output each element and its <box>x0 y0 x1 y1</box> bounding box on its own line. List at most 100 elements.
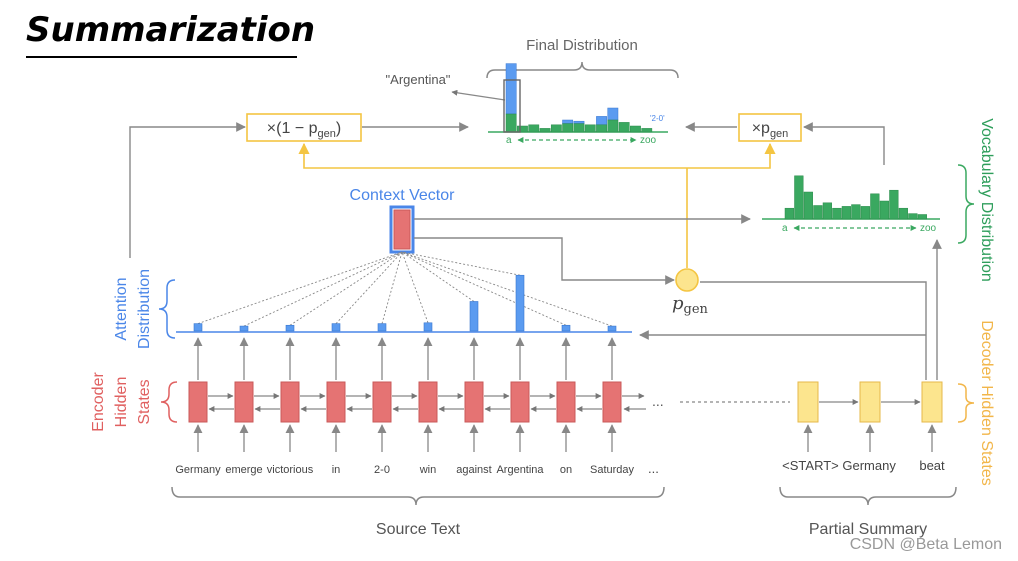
encoder-brace <box>160 381 178 423</box>
attention-bar <box>193 323 203 332</box>
vocab-bar <box>917 214 927 220</box>
source-words-ellipsis: ... <box>648 461 659 476</box>
encoder-label-line1: Encoder <box>90 372 107 432</box>
attention-label-line1: Attention <box>113 277 130 340</box>
attention-link <box>401 251 521 276</box>
decoder-cell <box>921 381 943 423</box>
vocab-bar <box>889 189 899 220</box>
vocabulary-distribution-label: Vocabulary Distribution <box>978 118 995 282</box>
final-vocab-bar <box>517 125 528 133</box>
context-vector-cell <box>393 209 411 250</box>
attention-brace <box>158 279 176 339</box>
pgen-to-minus-box-line <box>298 142 687 169</box>
title-underline <box>26 56 297 58</box>
encoder-label-line3: States <box>136 379 153 424</box>
source-word: in <box>332 464 341 476</box>
vocab-axis-a: a <box>782 223 788 234</box>
vocab-to-pgen-box-line <box>803 122 885 165</box>
source-word: on <box>560 464 572 476</box>
encoder-ellipsis: ... <box>652 393 664 409</box>
source-text-label: Source Text <box>376 521 461 538</box>
final-axis-a: a <box>506 135 512 146</box>
vocab-bar <box>832 207 842 220</box>
vocab-bar <box>908 213 918 220</box>
vocab-axis-zoo: zoo <box>920 223 937 234</box>
summary-word: beat <box>919 458 945 473</box>
vocab-bar <box>860 206 870 220</box>
final-distribution-brace <box>486 61 679 79</box>
final-vocab-bar <box>573 123 585 133</box>
attention-bar <box>423 322 433 332</box>
attention-bar <box>331 323 341 332</box>
final-distribution-chart <box>488 63 668 133</box>
source-word: victorious <box>267 464 314 476</box>
vocab-bar <box>841 206 851 220</box>
decoder-cell <box>797 381 819 423</box>
vocab-bar <box>794 175 804 220</box>
argentina-highlight-box <box>503 79 521 133</box>
watermark: CSDN @Beta Lemon <box>850 536 1002 553</box>
attention-link <box>401 251 613 327</box>
encoder-cell <box>464 381 484 423</box>
source-word: Saturday <box>590 464 635 476</box>
decoder-to-pgen-line <box>700 281 927 380</box>
encoder-cell <box>372 381 392 423</box>
final-copy-bar <box>505 63 517 115</box>
attention-bar <box>239 325 249 332</box>
context-to-pgen-line <box>414 237 675 285</box>
encoder-cell <box>556 381 576 423</box>
final-axis-zoo: zoo <box>640 135 657 146</box>
attention-bar <box>285 324 295 332</box>
pgen-to-pgen-box-line <box>687 142 776 169</box>
attention-bar <box>377 323 387 332</box>
final-distribution-label: Final Distribution <box>526 37 638 54</box>
page-title: Summarization <box>26 10 316 50</box>
final-copy-bar <box>573 120 585 124</box>
attention-bar <box>515 274 525 332</box>
pgen-circle <box>675 268 699 292</box>
one-minus-pgen-formula: ×(1 − pgen) <box>267 120 341 140</box>
encoder-cell <box>510 381 530 423</box>
vocab-bar <box>879 200 889 220</box>
attention-link <box>401 251 567 326</box>
final-copy-bar <box>596 116 607 126</box>
attention-to-minus-box-line <box>129 122 246 258</box>
decoder-brace <box>957 383 975 423</box>
pgen-formula: ×pgen <box>752 120 789 140</box>
decoder-hidden-states: <START> Germany beat <box>782 381 945 473</box>
final-vocab-bar <box>630 125 641 133</box>
final-vocab-bar <box>618 122 630 133</box>
source-word: win <box>419 464 437 476</box>
attention-link <box>381 251 403 324</box>
attention-link <box>401 251 475 302</box>
argentina-quoted-label: "Argentina" <box>386 72 451 87</box>
attention-link <box>401 251 429 323</box>
encoder-cell <box>418 381 438 423</box>
final-vocab-bar <box>550 124 562 133</box>
context-attention-links <box>197 251 613 327</box>
one-minus-pgen-box <box>246 113 362 142</box>
encoder-cell <box>188 381 208 423</box>
source-word: 2-0 <box>374 464 390 476</box>
attention-link <box>243 251 403 327</box>
final-vocab-bar <box>505 113 517 133</box>
vocab-bar <box>822 202 832 220</box>
final-vocab-bar <box>584 124 596 133</box>
final-token-2-0-label: '2-0' <box>650 114 665 123</box>
partial-summary-label: Partial Summary <box>809 521 927 538</box>
attention-bar <box>561 324 571 332</box>
summary-word: <START> Germany <box>782 458 896 473</box>
source-word: Germany <box>175 464 221 476</box>
attention-distribution-chart <box>193 274 617 332</box>
source-text-brace <box>171 486 665 506</box>
final-vocab-bar <box>539 128 551 133</box>
decoder-hidden-states-label: Decoder Hidden States <box>978 320 995 485</box>
encoder-cell <box>280 381 300 423</box>
vocab-bar <box>898 207 908 220</box>
final-copy-bar <box>562 119 574 124</box>
final-vocab-bar <box>641 128 653 133</box>
source-word: against <box>456 464 491 476</box>
argentina-pointer-arrow <box>451 89 506 101</box>
partial-summary-brace <box>779 486 957 506</box>
